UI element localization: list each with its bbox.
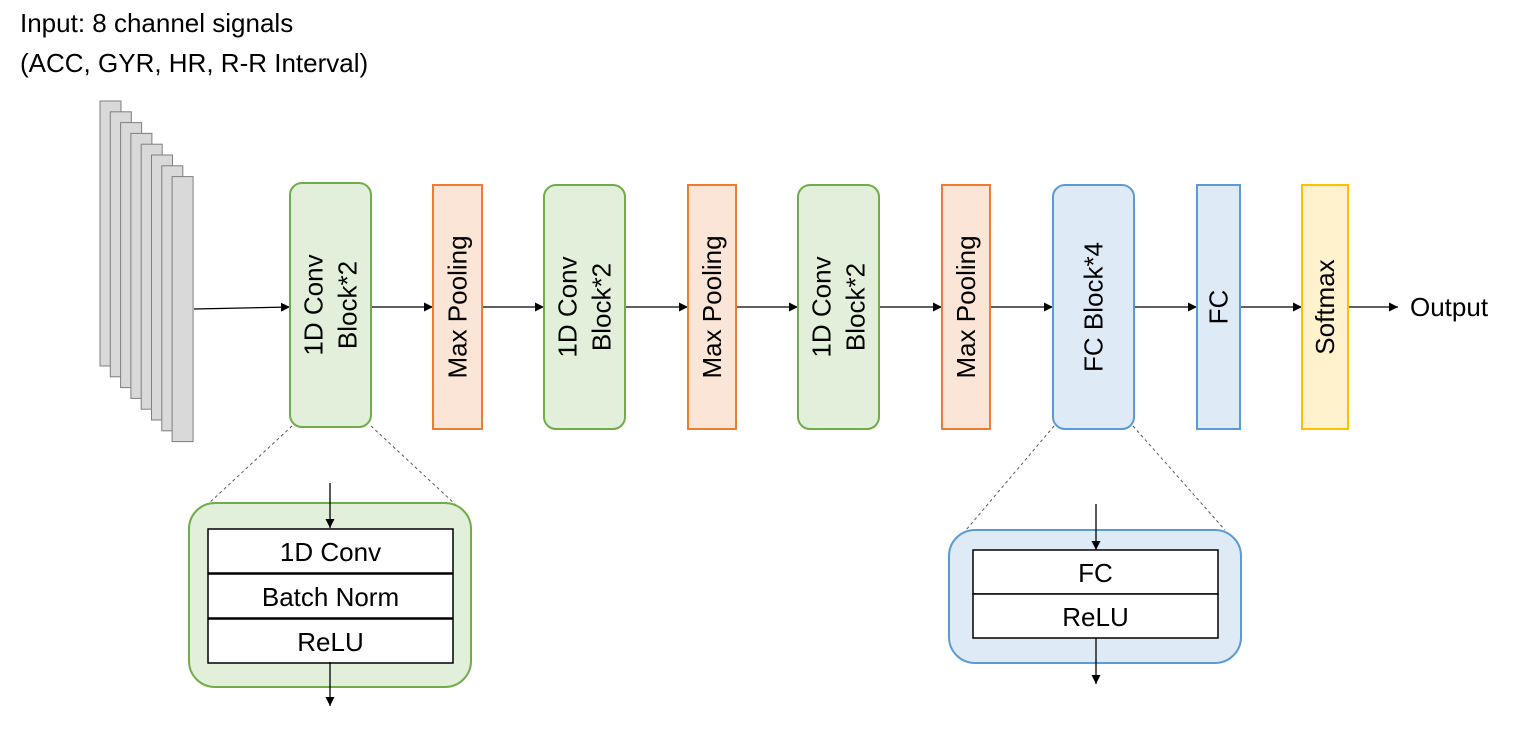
input-channel-stack	[99, 100, 194, 443]
input-channel	[171, 176, 194, 443]
block-pool2-box	[687, 184, 737, 430]
block-softmax: Softmax	[1301, 184, 1349, 430]
block-fc: FC	[1196, 184, 1241, 430]
block-pool2: Max Pooling	[687, 184, 737, 430]
block-conv1-box	[289, 182, 372, 428]
block-fc-label: FC	[1204, 290, 1234, 325]
zoom-line-right	[1132, 425, 1226, 531]
block-conv1-label: Block*2	[333, 261, 363, 349]
block-pool3: Max Pooling	[941, 184, 991, 430]
block-conv2-label: Block*2	[587, 263, 617, 351]
block-conv3-box	[797, 184, 880, 430]
block-conv2-box	[543, 184, 626, 430]
output-label: Output	[1410, 292, 1489, 322]
block-pool3-box	[941, 184, 991, 430]
block-conv2-label: 1D Conv	[553, 256, 583, 357]
conv-detail-layer-label: Batch Norm	[262, 582, 399, 612]
fc-detail-layer	[972, 593, 1219, 639]
block-conv3-label: Block*2	[841, 263, 871, 351]
fc-block-detail: FC ReLU	[948, 425, 1242, 684]
block-pool2-label: Max Pooling	[697, 235, 727, 378]
conv-detail-layer	[207, 573, 454, 619]
block-fcblock: FC Block*4	[1052, 184, 1135, 430]
input-title: Input: 8 channel signals	[20, 8, 293, 38]
block-pool1-box	[432, 184, 483, 430]
block-softmax-label: Softmax	[1310, 259, 1340, 354]
zoom-line-left	[965, 425, 1055, 531]
fc-detail-layer-label: FC	[1078, 558, 1113, 588]
block-fcblock-label: FC Block*4	[1079, 242, 1109, 372]
zoom-line-right	[370, 425, 457, 506]
conv-detail-layer	[207, 528, 454, 574]
fc-detail-layer-label: ReLU	[1062, 602, 1128, 632]
block-fcblock-box	[1052, 184, 1135, 430]
block-fc-box	[1196, 184, 1241, 430]
flow-arrows	[193, 302, 1398, 312]
flow-arrow	[193, 302, 291, 312]
block-pool3-label: Max Pooling	[951, 235, 981, 378]
block-conv1-label: 1D Conv	[299, 254, 329, 355]
conv-detail-layer-label: ReLU	[297, 627, 363, 657]
conv-detail-layer	[207, 618, 454, 664]
fc-detail-layer	[972, 549, 1219, 595]
block-conv3-label: 1D Conv	[807, 256, 837, 357]
conv-detail-layer-label: 1D Conv	[280, 537, 381, 567]
block-softmax-box	[1301, 184, 1349, 430]
input-subtitle: (ACC, GYR, HR, R-R Interval)	[20, 48, 368, 78]
block-pool1-label: Max Pooling	[443, 235, 473, 378]
zoom-line-left	[206, 425, 293, 506]
block-pool1: Max Pooling	[432, 184, 483, 430]
